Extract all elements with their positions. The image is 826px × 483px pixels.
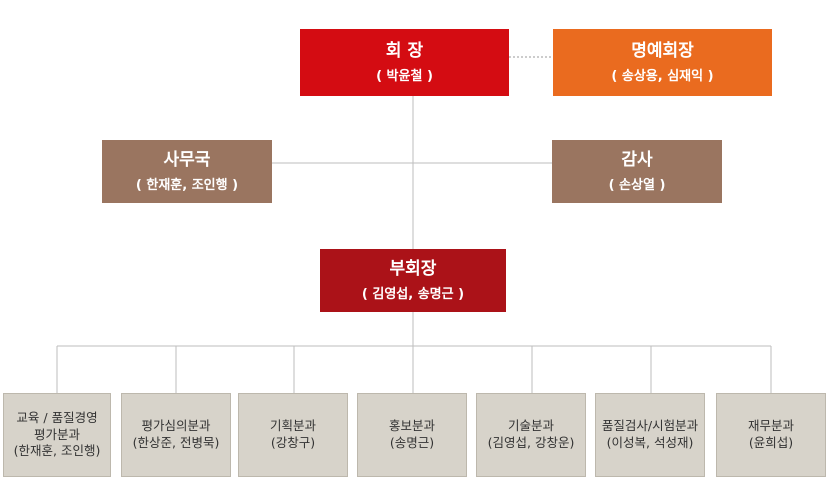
- dept-box-technology: 기술분과 (김영섭, 강창운): [476, 393, 586, 477]
- dept-label: 품질검사/시험분과: [601, 418, 699, 434]
- dept-box-finance: 재무분과 (윤희섭): [716, 393, 826, 477]
- office-box: 사무국 ( 한재훈, 조인행 ): [102, 140, 272, 203]
- dept-box-education: 교육 / 품질경영 평가분과 (한재훈, 조인행): [3, 393, 111, 477]
- dept-members: (송명근): [389, 435, 435, 450]
- audit-title: 감사: [621, 149, 653, 170]
- audit-names: ( 손상열 ): [608, 177, 666, 193]
- dept-members: (한상준, 전병묵): [132, 435, 220, 450]
- dept-members: (윤희섭): [748, 435, 794, 450]
- dept-label: 홍보분과: [388, 418, 435, 434]
- vice-chairman-names: ( 김영섭, 송명근 ): [361, 286, 465, 302]
- dept-label: 기획분과: [269, 418, 316, 434]
- chairman-title: 회 장: [385, 40, 424, 61]
- honorary-names: ( 송상용, 심재익 ): [611, 68, 714, 84]
- office-title: 사무국: [163, 149, 211, 170]
- chairman-box: 회 장 ( 박윤철 ): [300, 29, 509, 96]
- dept-label: 평가심의분과: [141, 418, 211, 434]
- chairman-name: ( 박윤철 ): [376, 68, 433, 84]
- dept-members: (강창구): [270, 435, 316, 450]
- vice-chairman-title: 부회장: [389, 258, 437, 279]
- office-names: ( 한재훈, 조인행 ): [135, 177, 239, 193]
- dept-label: 평가분과: [33, 426, 80, 442]
- dept-label: 재무분과: [747, 418, 794, 434]
- honorary-box: 명예회장 ( 송상용, 심재익 ): [553, 29, 772, 96]
- dept-box-quality-inspection: 품질검사/시험분과 (이성복, 석성재): [595, 393, 705, 477]
- dept-label: 기술분과: [507, 418, 554, 434]
- dept-members: (한재훈, 조인행): [13, 443, 101, 459]
- vice-chairman-box: 부회장 ( 김영섭, 송명근 ): [320, 249, 506, 312]
- dept-members: (이성복, 석성재): [606, 435, 694, 450]
- audit-box: 감사 ( 손상열 ): [552, 140, 722, 203]
- dept-box-pr: 홍보분과 (송명근): [357, 393, 467, 477]
- dept-box-planning: 기획분과 (강창구): [238, 393, 348, 477]
- dept-box-evaluation-review: 평가심의분과 (한상준, 전병묵): [121, 393, 231, 477]
- honorary-title: 명예회장: [631, 40, 694, 61]
- dept-label: 교육 / 품질경영: [16, 409, 98, 425]
- dept-members: (김영섭, 강창운): [487, 435, 575, 450]
